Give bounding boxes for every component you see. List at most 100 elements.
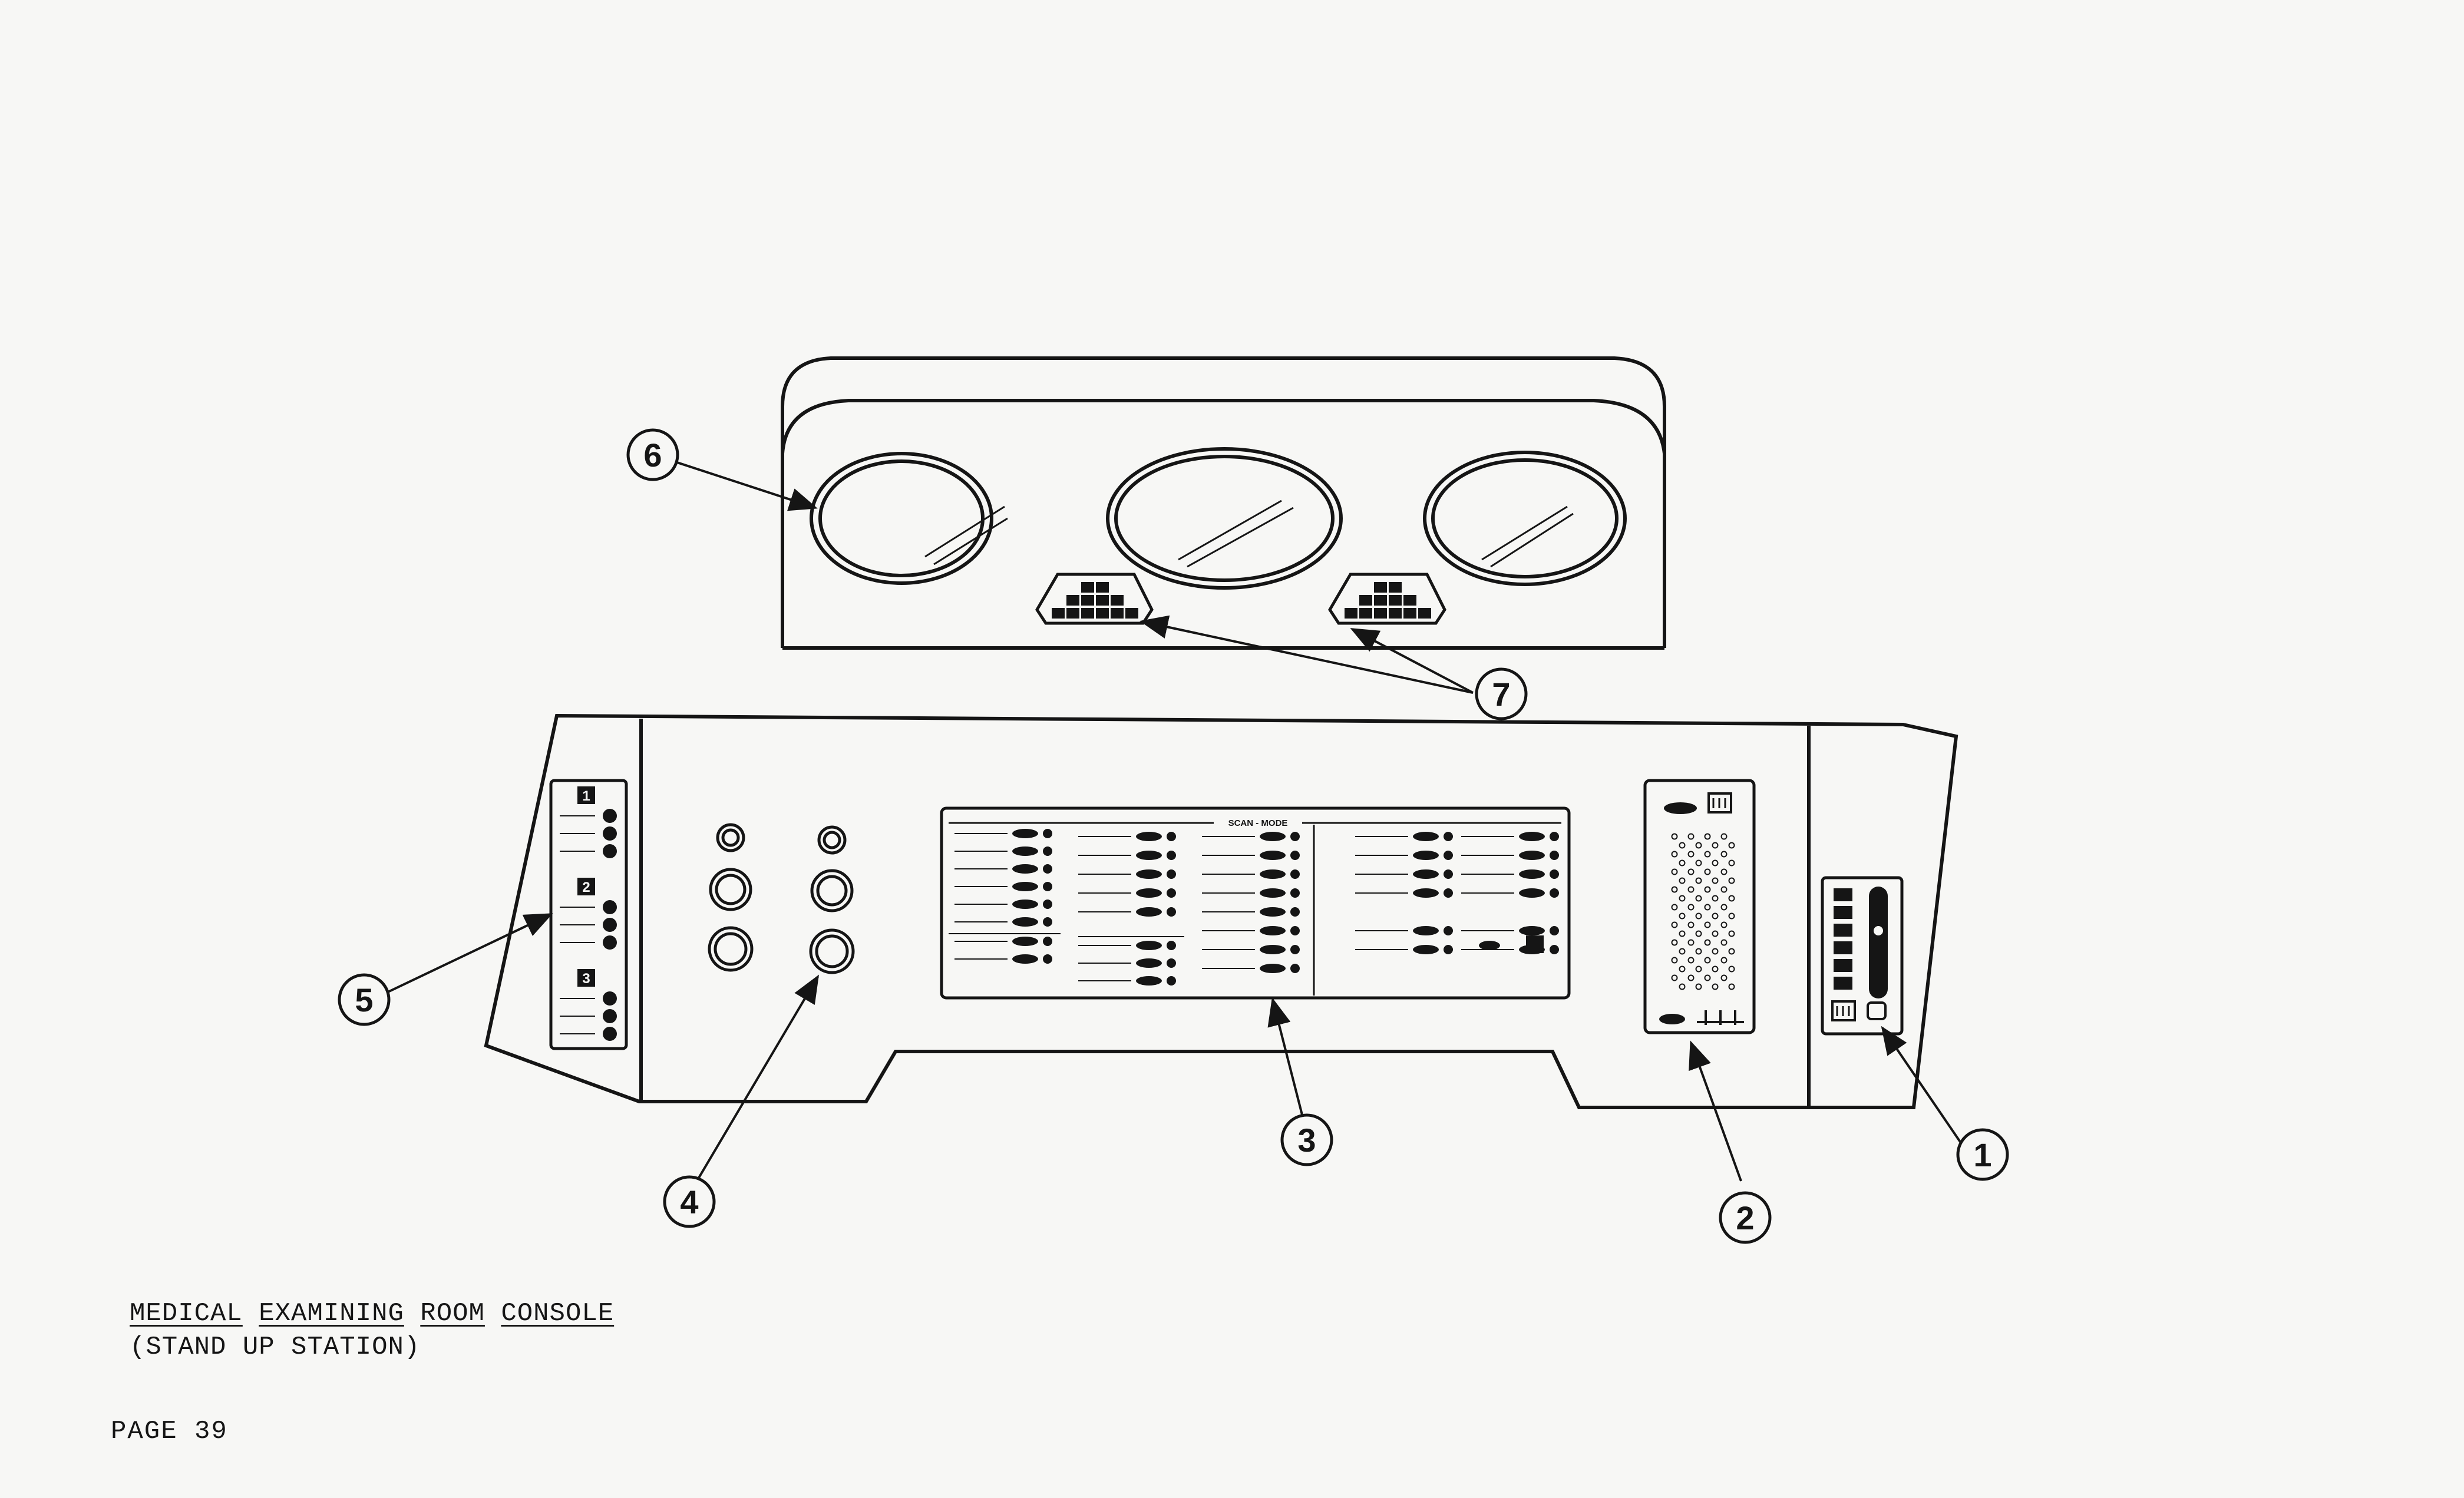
speaker-hole <box>1720 957 1728 964</box>
callout-1: 1 <box>1956 1128 2009 1181</box>
scan-mode-button[interactable] <box>1078 869 1176 879</box>
scan-mode-button[interactable] <box>954 864 1052 874</box>
level-control-panel <box>1821 876 1904 1036</box>
speaker-hole <box>1679 983 1686 990</box>
patient-select-button[interactable] <box>603 900 617 914</box>
speaker-hole <box>1671 868 1678 875</box>
scan-mode-button[interactable] <box>1355 832 1453 841</box>
scan-mode-button[interactable] <box>1355 945 1453 954</box>
scan-mode-button[interactable] <box>1202 964 1300 973</box>
scan-mode-button[interactable] <box>1355 926 1453 935</box>
leader-6 <box>671 459 818 511</box>
speaker-hole <box>1671 886 1678 893</box>
speaker-hole <box>1679 842 1686 849</box>
intercom-keypad-icon[interactable] <box>1707 792 1732 814</box>
monitor-housing <box>781 356 1666 650</box>
level-button[interactable] <box>1867 1001 1887 1020</box>
patient-select-button[interactable] <box>603 1027 617 1041</box>
scan-mode-button[interactable] <box>1078 888 1176 898</box>
level-keypad-icon[interactable] <box>1831 1000 1856 1021</box>
speaker-hole <box>1687 957 1695 964</box>
scan-mode-button[interactable] <box>1461 832 1559 841</box>
scan-mode-button[interactable] <box>1202 869 1300 879</box>
scan-mode-button[interactable] <box>1078 941 1176 950</box>
speaker-hole <box>1728 842 1735 849</box>
patient-group-1: 1 <box>560 786 617 858</box>
scan-mode-button[interactable] <box>1078 832 1176 841</box>
scan-mode-button[interactable] <box>1202 851 1300 860</box>
patient-select-button[interactable] <box>603 918 617 932</box>
caption-title: MEDICAL EXAMINING ROOM CONSOLE <box>130 1299 614 1328</box>
scan-mode-button[interactable] <box>954 954 1052 964</box>
speaker-hole <box>1728 912 1735 920</box>
speaker-hole <box>1695 965 1702 973</box>
speaker-hole <box>1728 877 1735 884</box>
speaker-hole <box>1695 912 1702 920</box>
knob-small-right[interactable] <box>817 825 847 855</box>
callout-number: 7 <box>1492 676 1510 713</box>
speaker-hole <box>1720 851 1728 858</box>
scan-mode-button[interactable] <box>1461 869 1559 879</box>
patient-group-2: 2 <box>560 878 617 950</box>
scan-mode-button[interactable] <box>1202 888 1300 898</box>
scan-mode-button[interactable] <box>954 937 1052 946</box>
patient-select-button[interactable] <box>603 991 617 1006</box>
knob-small-left[interactable] <box>716 823 745 852</box>
speaker-hole <box>1728 930 1735 937</box>
scan-mode-button[interactable] <box>1078 958 1176 968</box>
group-number-box <box>577 969 595 987</box>
speaker-hole <box>1720 939 1728 946</box>
patient-select-button[interactable] <box>603 809 617 823</box>
scan-mode-button[interactable] <box>1355 869 1453 879</box>
leader-1 <box>1881 1026 1962 1144</box>
scan-mode-square-button[interactable] <box>1526 935 1544 953</box>
patient-select-button[interactable] <box>603 844 617 858</box>
scan-mode-button[interactable] <box>1078 976 1176 986</box>
speaker-hole <box>1704 886 1711 893</box>
patient-select-button[interactable] <box>603 935 617 950</box>
patient-select-button[interactable] <box>603 826 617 841</box>
scan-mode-button[interactable] <box>1461 945 1559 954</box>
scan-mode-button[interactable] <box>1202 832 1300 841</box>
caption-word: ROOM <box>420 1299 485 1328</box>
patient-group-3: 3 <box>560 969 617 1041</box>
speaker-hole <box>1679 859 1686 867</box>
knob-mid-left[interactable] <box>709 868 752 911</box>
scan-mode-button[interactable] <box>954 829 1052 838</box>
callout-number: 4 <box>680 1183 698 1221</box>
scan-mode-button[interactable] <box>1461 888 1559 898</box>
knob-mid-right[interactable] <box>810 869 854 912</box>
speaker-hole <box>1695 948 1702 955</box>
callout-5: 5 <box>338 973 391 1026</box>
scan-mode-button[interactable] <box>954 882 1052 891</box>
scan-mode-button[interactable] <box>1202 907 1300 917</box>
monitor-screens <box>810 447 1627 590</box>
scan-mode-button[interactable] <box>1479 941 1500 950</box>
level-slider[interactable] <box>1869 887 1888 998</box>
group-number: 2 <box>582 879 590 895</box>
scan-mode-button[interactable] <box>954 846 1052 856</box>
speaker-hole <box>1704 904 1711 911</box>
scan-mode-button[interactable] <box>1355 851 1453 860</box>
scan-mode-button[interactable] <box>1355 888 1453 898</box>
screen-center <box>1106 447 1343 590</box>
callout-number: 6 <box>643 436 662 474</box>
leader-5 <box>382 913 553 996</box>
knob-large-right[interactable] <box>809 928 855 974</box>
speaker-hole <box>1728 859 1735 867</box>
speaker-hole <box>1687 974 1695 981</box>
caption-subtitle: (STAND UP STATION) <box>130 1332 421 1362</box>
scan-mode-button[interactable] <box>1202 945 1300 954</box>
scan-mode-button[interactable] <box>1202 926 1300 935</box>
scan-mode-button[interactable] <box>1078 907 1176 917</box>
scan-mode-button[interactable] <box>954 917 1052 927</box>
scan-mode-button[interactable] <box>1078 851 1176 860</box>
scan-mode-button[interactable] <box>1461 926 1559 935</box>
scan-mode-button[interactable] <box>954 900 1052 909</box>
speaker-hole <box>1695 895 1702 902</box>
scan-mode-button[interactable] <box>1461 851 1559 860</box>
patient-select-button[interactable] <box>603 1009 617 1023</box>
callout-6: 6 <box>626 428 679 481</box>
knob-large-left[interactable] <box>708 926 754 972</box>
